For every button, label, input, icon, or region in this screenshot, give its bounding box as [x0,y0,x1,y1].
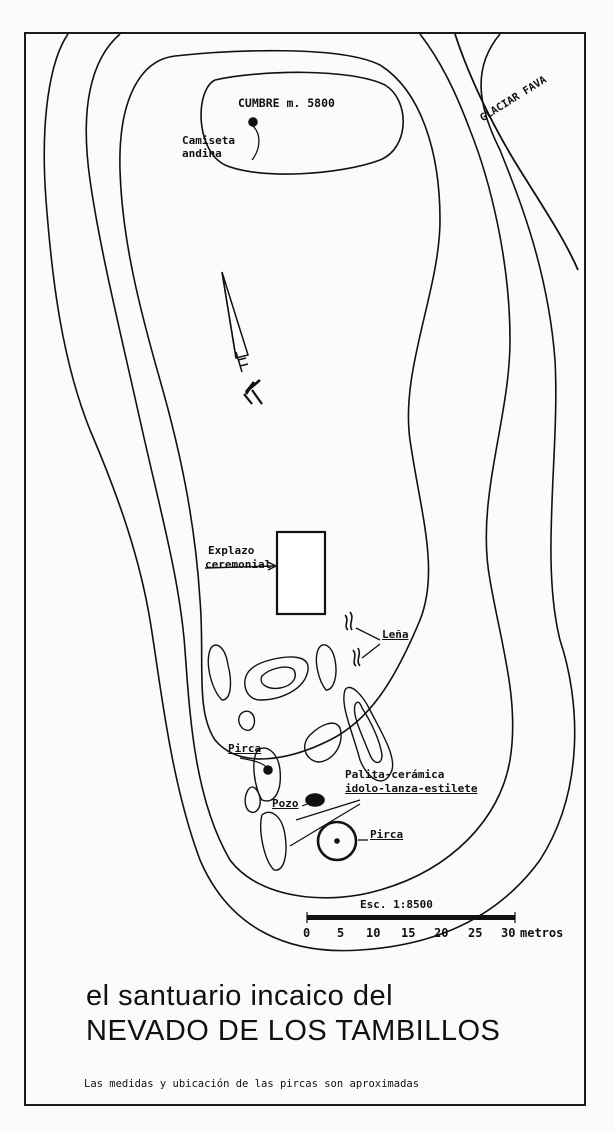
firewood-marks [344,611,361,667]
pirca-right-label: Pirca [370,828,404,841]
scale-tick: 15 [401,926,416,940]
glacier-boundary [454,33,579,271]
scale-title: Esc. 1:8500 [360,898,433,911]
shirt-label-line2: andina [182,147,222,160]
plaza-label-line1: Explazo [208,544,255,557]
summit-label: CUMBRE m. 5800 [238,96,335,110]
map-title-line2: NEVADO DE LOS TAMBILLOS [86,1015,501,1047]
firewood-label: Leña [382,628,409,641]
well [305,793,325,807]
pirca-left-label: Pirca [228,742,262,755]
scale-unit: metros [520,926,564,940]
contour-2 [85,33,514,899]
scale-tick: 25 [468,926,483,940]
shirt-label-line1: Camiseta [182,134,235,147]
map-frame [24,32,586,1106]
contour-3 [119,49,441,760]
shirt-marker [248,117,258,127]
scale-tick: 0 [303,926,311,940]
pircas [207,644,394,871]
ceremonial-plaza [275,530,327,616]
scale-tick: 30 [501,926,516,940]
plaza-label-line2: ceremonial [205,558,272,571]
contour-outer [43,33,576,952]
contour-summit [200,71,404,175]
map-title-line1: el santuario incaico del [86,980,394,1012]
scale-tick: 20 [434,926,449,940]
scale-bar [306,912,516,923]
well-label: Pozo [272,797,299,810]
pirca-circle [316,820,358,862]
finds-label-line1: Palita-cerámica [345,768,445,781]
north-arrow [221,271,263,405]
disclaimer-note: Las medidas y ubicación de las pircas so… [84,1078,420,1090]
finds-label-line2: idolo-lanza-estilete [345,782,478,795]
pirca-left-dot [263,765,273,775]
scale-tick: 5 [337,926,345,940]
scale-tick: 10 [366,926,381,940]
